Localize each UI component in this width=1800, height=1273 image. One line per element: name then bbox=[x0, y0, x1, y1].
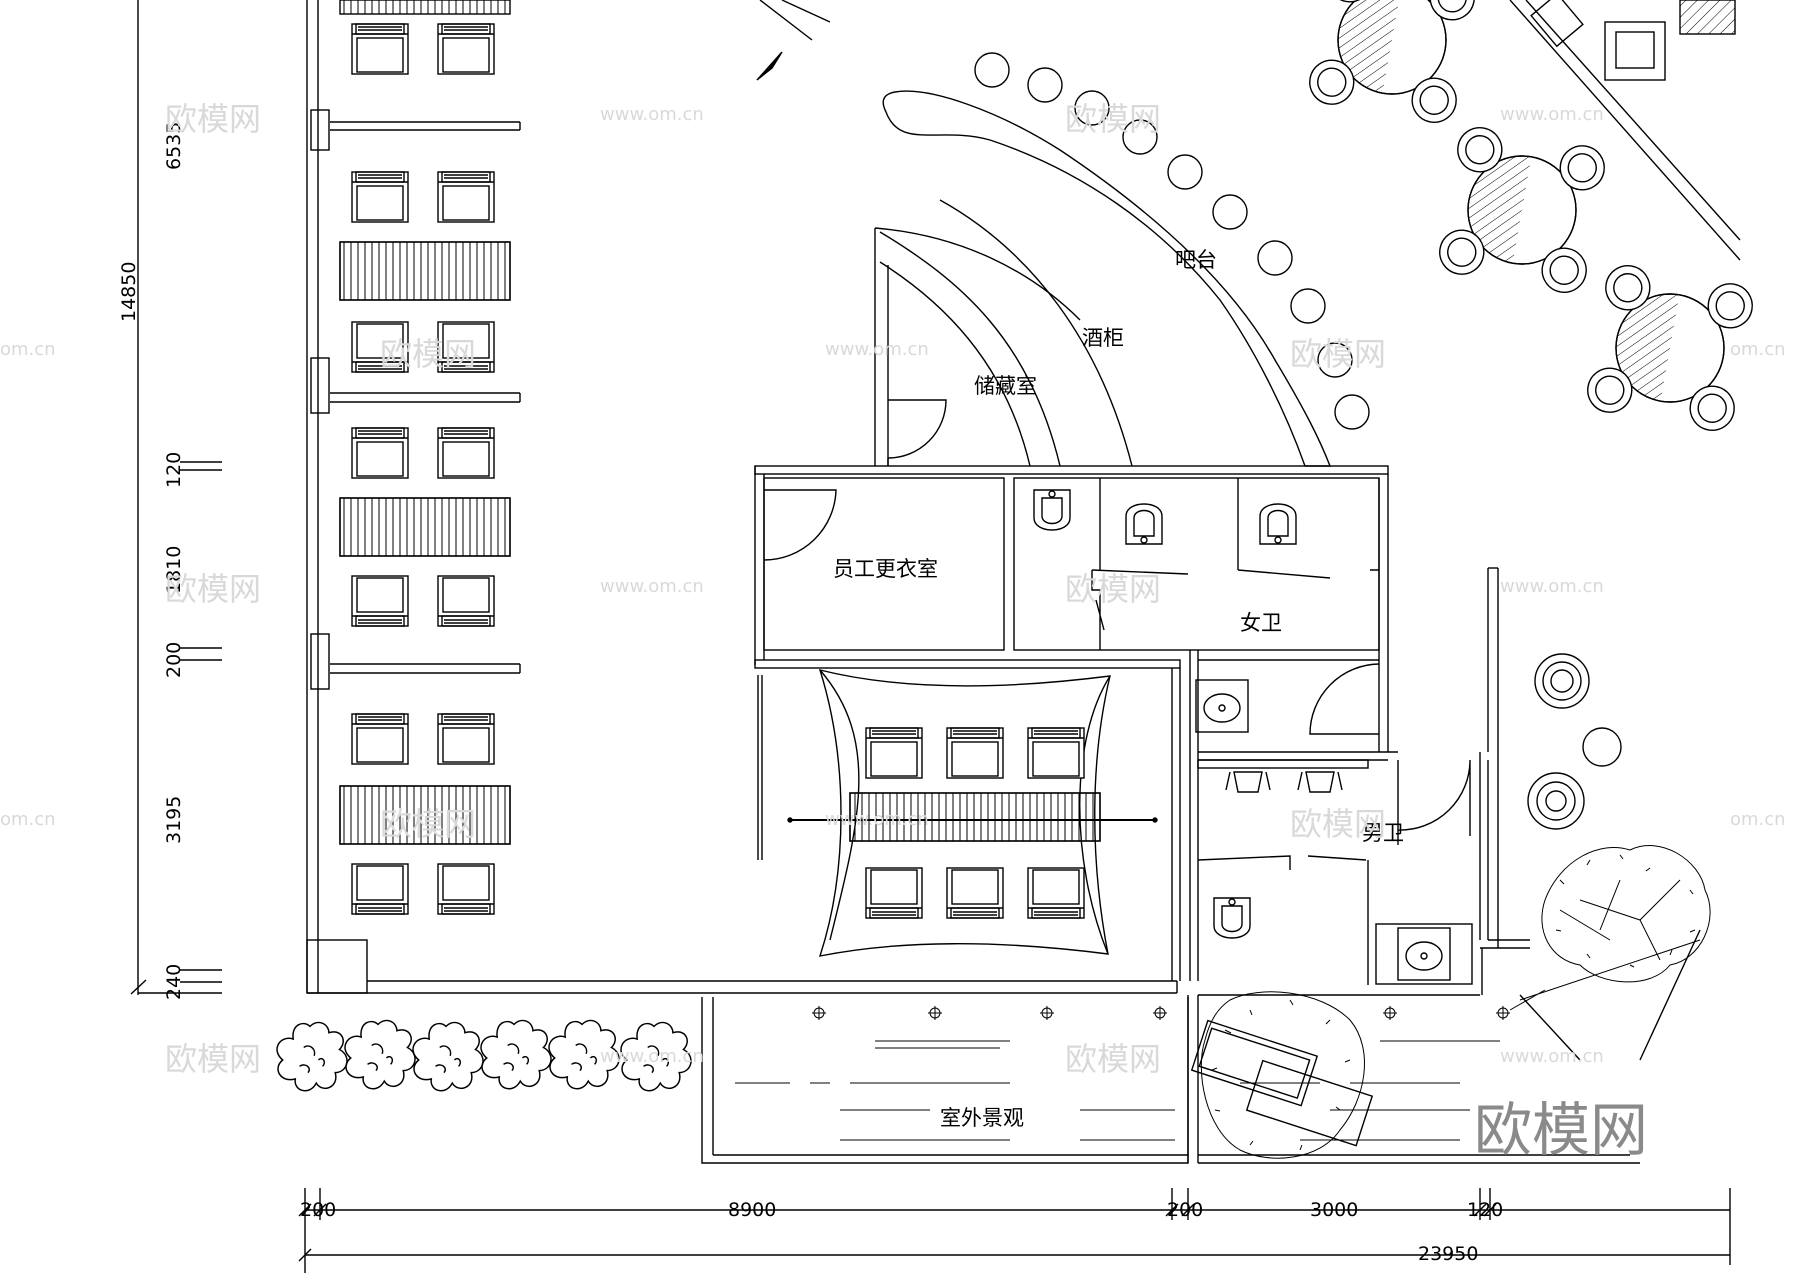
watermark-brand: 欧模网 bbox=[1290, 805, 1386, 843]
watermark-url: www.om.cn bbox=[600, 104, 704, 125]
watermark-url: om.cn bbox=[0, 809, 56, 830]
dim-bottom-120: 120 bbox=[1467, 1199, 1503, 1221]
watermark-brand: 欧模网 bbox=[165, 1040, 261, 1078]
watermark-url: www.om.cn bbox=[825, 809, 929, 830]
watermark-brand: 欧模网 bbox=[165, 570, 261, 608]
dim-bottom-200-left: 200 bbox=[300, 1199, 336, 1221]
watermark-url: www.om.cn bbox=[600, 576, 704, 597]
room-label-wine-cabinet: 酒柜 bbox=[1082, 326, 1124, 350]
dim-left-120: 120 bbox=[163, 452, 185, 488]
watermark-url: om.cn bbox=[0, 339, 56, 360]
brand-logo: 欧模网 bbox=[1474, 1096, 1648, 1164]
dim-left-14850: 14850 bbox=[118, 262, 140, 322]
room-label-men-wc: 男卫 bbox=[1362, 821, 1404, 845]
watermark-url: om.cn bbox=[1730, 339, 1786, 360]
dim-left-6535: 6535 bbox=[163, 122, 185, 170]
dim-left-3195: 3195 bbox=[163, 796, 185, 844]
room-label-staff-locker: 员工更衣室 bbox=[833, 557, 938, 581]
watermark-brand: 欧模网 bbox=[380, 335, 476, 373]
dim-left-1810: 1810 bbox=[163, 546, 185, 594]
watermark-url: www.om.cn bbox=[1500, 576, 1604, 597]
watermark-url: www.om.cn bbox=[1500, 1046, 1604, 1067]
dim-bottom-200-mid: 200 bbox=[1167, 1199, 1203, 1221]
watermark-brand: 欧模网 bbox=[165, 100, 261, 138]
room-label-landscape: 室外景观 bbox=[940, 1106, 1024, 1130]
watermark-url: www.om.cn bbox=[600, 1046, 704, 1067]
dim-bottom-23950: 23950 bbox=[1418, 1243, 1478, 1265]
watermark-brand: 欧模网 bbox=[1065, 100, 1161, 138]
dim-bottom-8900: 8900 bbox=[728, 1199, 776, 1221]
watermark-brand: 欧模网 bbox=[1290, 335, 1386, 373]
watermark-layer: 欧模网 www.om.cn 欧模网 www.om.cn om.cn 欧模网 ww… bbox=[0, 100, 1786, 1078]
room-label-women-wc: 女卫 bbox=[1240, 611, 1282, 635]
room-label-bar: 吧台 bbox=[1175, 248, 1217, 272]
dim-left-200: 200 bbox=[163, 642, 185, 678]
dim-bottom-3000: 3000 bbox=[1310, 1199, 1358, 1221]
dim-left-240: 240 bbox=[163, 964, 185, 1000]
room-label-storage: 储藏室 bbox=[974, 374, 1037, 398]
watermark-brand: 欧模网 bbox=[380, 805, 476, 843]
watermark-brand: 欧模网 bbox=[1065, 1040, 1161, 1078]
watermark-brand: 欧模网 bbox=[1065, 570, 1161, 608]
watermark-url: www.om.cn bbox=[825, 339, 929, 360]
watermark-url: om.cn bbox=[1730, 809, 1786, 830]
watermark-url: www.om.cn bbox=[1500, 104, 1604, 125]
